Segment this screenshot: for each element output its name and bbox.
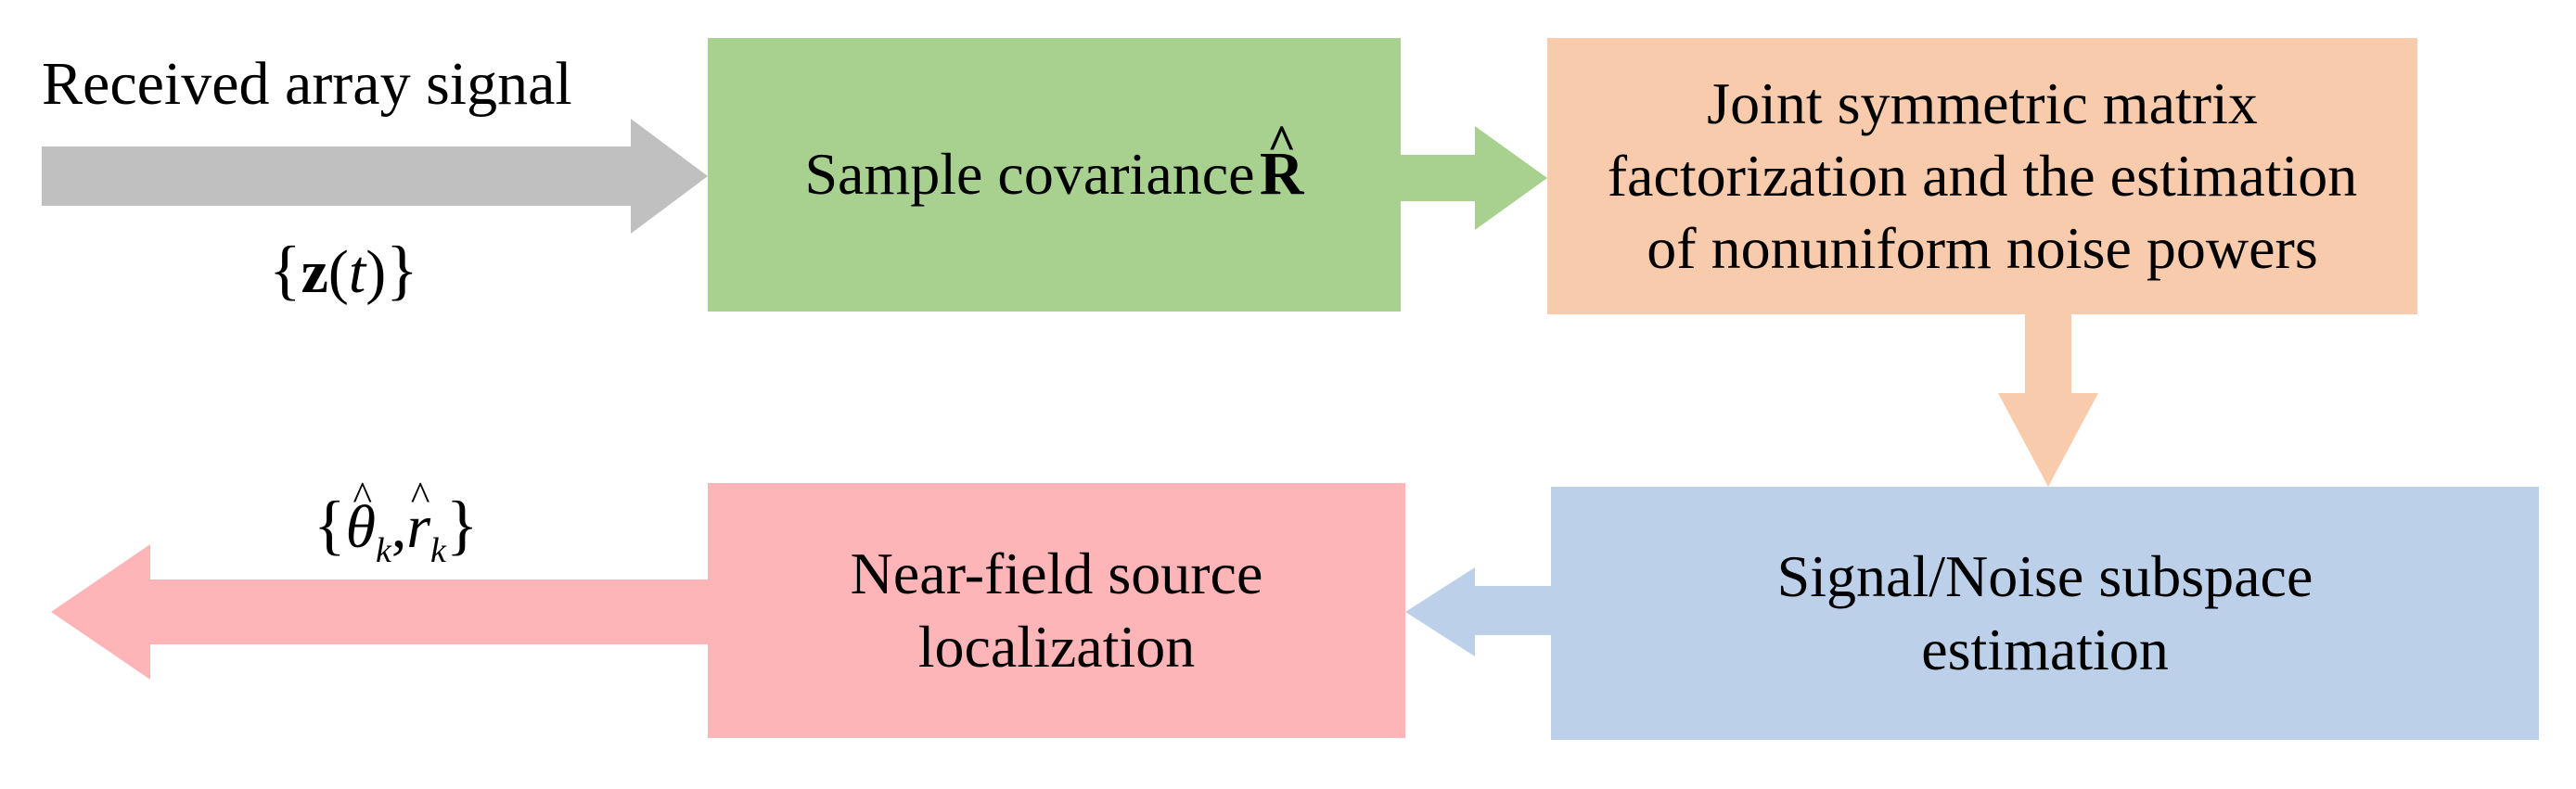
subspace-estimation-line-1: Signal/Noise subspace (1776, 543, 2313, 610)
joint-factorization-line-2: factorization and the estimation (1607, 142, 2358, 209)
input-paren-open: ( (327, 238, 349, 306)
input-arg: t (348, 238, 366, 306)
arrow-subspace-to-localization (1405, 567, 1551, 656)
sample-covariance-label: Sample covariance (804, 141, 1255, 208)
r-hat-accent: ^ (1267, 115, 1297, 172)
r-symbol: R (1259, 140, 1304, 209)
input-arrow (42, 119, 708, 234)
output-comma: , (391, 493, 407, 561)
r-hat-symbol: ^R (1259, 115, 1304, 212)
input-label: Received array signal (42, 50, 572, 118)
sample-covariance-text: Sample covariance ^R (804, 115, 1304, 212)
near-field-line-2: localization (917, 613, 1196, 680)
input-brace-close: } (386, 233, 418, 307)
arrow-covariance-to-factorization (1401, 126, 1547, 230)
joint-factorization-line-3: of nonuniform noise powers (1647, 215, 2318, 282)
theta-symbol: θ (345, 493, 376, 561)
joint-factorization-box: Joint symmetric matrix factorization and… (1547, 38, 2417, 314)
output-brace-open: { (314, 488, 346, 562)
r-hat-output-symbol: ^r (406, 477, 430, 558)
output-symbol: {^θk,^rk} (314, 477, 479, 570)
r-output-symbol: r (406, 493, 431, 561)
r-subscript: k (430, 531, 446, 570)
near-field-line-1: Near-field source (850, 541, 1263, 607)
near-field-box: Near-field source localization (708, 483, 1405, 738)
r-output-hat-accent: ^ (409, 474, 428, 519)
input-brace-open: { (269, 233, 301, 307)
output-arrow (51, 544, 708, 680)
theta-hat-symbol: ^θ (346, 477, 376, 558)
input-paren-close: ) (365, 238, 387, 306)
output-brace-close: } (445, 488, 479, 562)
subspace-estimation-line-2: estimation (1921, 616, 2169, 682)
theta-hat-accent: ^ (352, 474, 370, 519)
theta-subscript: k (375, 531, 391, 570)
arrow-factorization-to-subspace (1998, 314, 2098, 487)
input-symbol: {z(t)} (269, 236, 418, 303)
input-var: z (301, 238, 328, 306)
sample-covariance-box: Sample covariance ^R (708, 38, 1401, 312)
joint-factorization-line-1: Joint symmetric matrix (1707, 70, 2258, 136)
subspace-estimation-box: Signal/Noise subspace estimation (1551, 487, 2539, 740)
